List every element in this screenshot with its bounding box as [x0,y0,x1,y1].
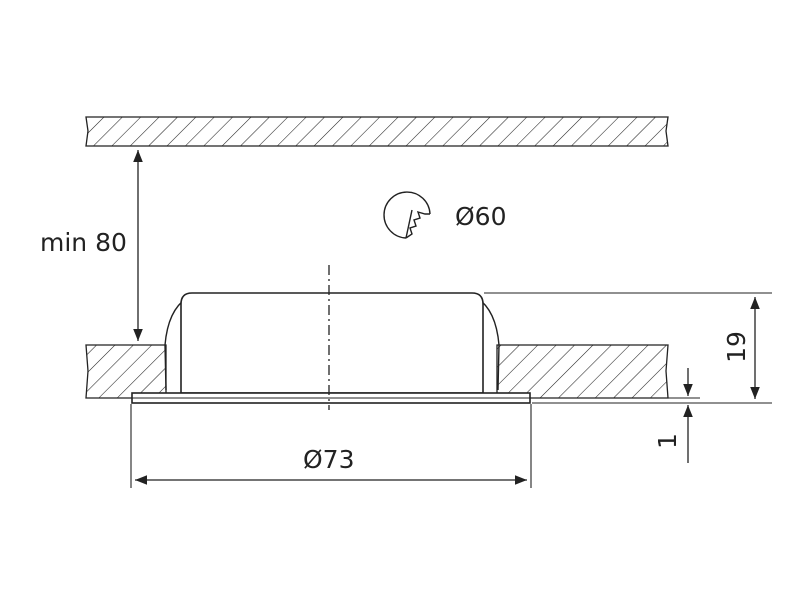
flange-thickness-dimension [532,368,700,463]
ceiling-slab [85,116,669,147]
height-dimension [484,292,772,404]
hole-saw-icon [383,191,431,239]
min-clearance-label: min 80 [40,228,127,257]
height-label: 19 [722,331,751,363]
mounting-panel-right [496,344,669,399]
cutout-diameter-label: Ø60 [455,202,507,231]
flange-diameter-label: Ø73 [303,445,355,474]
mounting-panel-left [85,344,167,399]
flange-thickness-label: 1 [653,433,682,449]
luminaire-body [131,292,531,404]
flange-diameter-dimension [130,404,532,488]
